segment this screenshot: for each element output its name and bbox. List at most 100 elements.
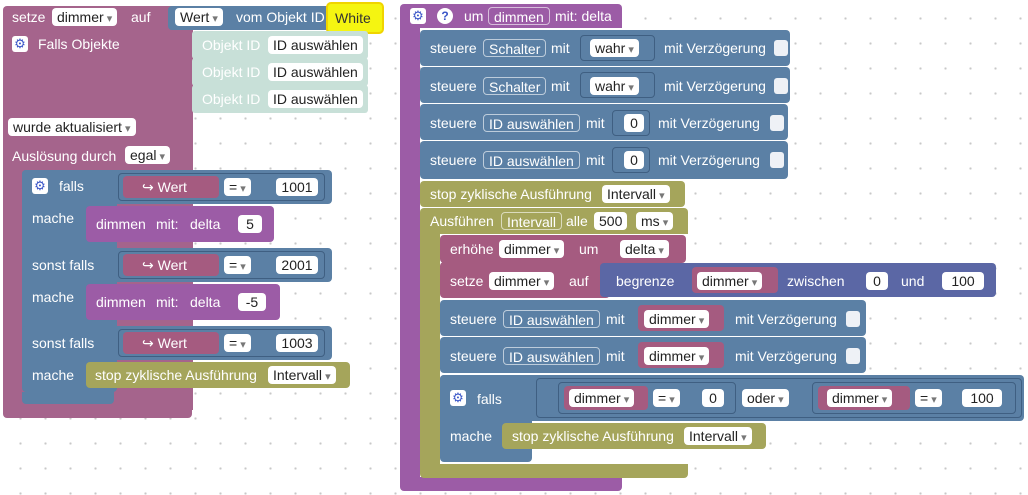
mache-label-1: mache: [32, 210, 75, 226]
wert-arrow-block-2[interactable]: [123, 254, 219, 276]
mit-verzoegerung-label-3: mit Verzögerung: [658, 115, 760, 131]
ms-unit-dropdown[interactable]: ms: [636, 212, 674, 230]
dimmer-dropdown-inc[interactable]: dimmer: [499, 240, 565, 258]
gear-icon[interactable]: ⚙: [410, 8, 426, 24]
und-label: und: [901, 273, 925, 289]
wert-arrow-label-3: ↪ Wert: [142, 335, 187, 351]
delay-checkbox-3[interactable]: [770, 115, 784, 131]
compare-zero-value[interactable]: 0: [702, 389, 724, 407]
delay-checkbox-5[interactable]: [846, 311, 860, 327]
setze-label: setze: [12, 9, 46, 25]
value-2001[interactable]: 2001: [276, 256, 318, 274]
falls-label: falls: [59, 178, 84, 194]
id-auswaehlen-field-r5[interactable]: ID auswählen: [503, 310, 600, 328]
gear-icon[interactable]: ⚙: [450, 390, 466, 406]
mit-label-r4: mit: [586, 152, 605, 168]
objekt-id-label-2: Objekt ID: [202, 64, 261, 80]
wahr-dropdown-1[interactable]: wahr: [590, 39, 639, 57]
var-dimmer-dropdown[interactable]: dimmer: [52, 8, 118, 26]
dimmer-dropdown-set[interactable]: dimmer: [489, 272, 555, 290]
objekt-id-label-1: Objekt ID: [202, 37, 261, 53]
min-value[interactable]: 0: [866, 272, 888, 290]
delta-value-1[interactable]: 5: [238, 215, 262, 233]
delay-checkbox-4[interactable]: [770, 152, 784, 168]
delta-value-2[interactable]: -5: [238, 293, 266, 311]
dimmer-dropdown-r6[interactable]: dimmer: [644, 347, 710, 365]
value-1003[interactable]: 1003: [276, 334, 318, 352]
dimmer-dropdown-r5[interactable]: dimmer: [644, 310, 710, 328]
intervall-name-field[interactable]: Intervall: [501, 212, 563, 230]
delay-checkbox-6[interactable]: [846, 348, 860, 364]
wert-arrow-block-3[interactable]: [123, 332, 219, 354]
delay-checkbox-2[interactable]: [774, 78, 788, 94]
auf-label-r: auf: [569, 273, 589, 289]
wert-dropdown[interactable]: Wert: [175, 8, 223, 26]
id-auswaehlen-field-3[interactable]: ID auswählen: [268, 90, 363, 108]
max-value[interactable]: 100: [942, 272, 984, 290]
intervall-dropdown-inner[interactable]: Intervall: [684, 427, 752, 445]
delta-label-2: delta: [190, 294, 221, 310]
eq-dropdown-r1[interactable]: =: [653, 389, 680, 407]
steuere-label-1: steuere: [430, 40, 477, 56]
mit-label-r2: mit: [551, 78, 570, 94]
um-label: um: [464, 8, 484, 24]
intervall-dropdown-left[interactable]: Intervall: [268, 366, 336, 384]
gear-icon[interactable]: ⚙: [12, 36, 28, 52]
objekt-id-label-3: Objekt ID: [202, 91, 261, 107]
id-auswaehlen-field-1[interactable]: ID auswählen: [268, 36, 363, 54]
delay-checkbox-1[interactable]: [774, 40, 788, 56]
function-body[interactable]: [400, 28, 420, 483]
wurde-aktualisiert-dropdown[interactable]: wurde aktualisiert: [8, 118, 136, 136]
dimmen-label-1: dimmen: [96, 216, 146, 232]
mit-label-r3: mit: [586, 115, 605, 131]
ausloesung-label: Auslösung durch: [12, 148, 117, 164]
eq-dropdown-2[interactable]: =: [224, 256, 251, 274]
gear-icon[interactable]: ⚙: [32, 178, 48, 194]
mache-label-2: mache: [32, 289, 75, 305]
wahr-dropdown-2[interactable]: wahr: [590, 77, 639, 95]
intervall-dropdown-right[interactable]: Intervall: [602, 185, 670, 203]
egal-dropdown[interactable]: egal: [125, 146, 171, 164]
mit-delta-label: mit: delta: [555, 8, 612, 24]
id-auswaehlen-field-r6[interactable]: ID auswählen: [503, 347, 600, 365]
function-name-field[interactable]: dimmen: [488, 7, 550, 25]
auf-label: auf: [131, 9, 151, 25]
sonst-falls-label-1: sonst falls: [32, 257, 95, 273]
sonst-falls-label-2: sonst falls: [32, 335, 95, 351]
eq-dropdown-3[interactable]: =: [224, 334, 251, 352]
eq-dropdown-r2[interactable]: =: [915, 389, 942, 407]
zero-value-4[interactable]: 0: [624, 151, 644, 169]
compare-100-value[interactable]: 100: [962, 389, 1002, 407]
mit-label-1: mit:: [156, 216, 179, 232]
id-auswaehlen-field-r4[interactable]: ID auswählen: [483, 151, 580, 169]
dimmer-dropdown-c1[interactable]: dimmer: [569, 389, 635, 407]
dimmer-dropdown-c2[interactable]: dimmer: [827, 389, 893, 407]
steuere-label-5: steuere: [450, 311, 497, 327]
steuere-label-6: steuere: [450, 348, 497, 364]
oder-dropdown[interactable]: oder: [742, 389, 789, 407]
schalter-field-1[interactable]: Schalter: [483, 39, 547, 57]
steuere-block-4[interactable]: [420, 141, 788, 179]
dimmer-dropdown-constrain[interactable]: dimmer: [697, 272, 763, 290]
ausfuehren-label: Ausführen: [430, 213, 494, 229]
mit-verzoegerung-label-5: mit Verzögerung: [735, 311, 837, 327]
steuere-label-3: steuere: [430, 115, 477, 131]
function-footer: [400, 477, 622, 491]
interval-ms-value[interactable]: 500: [594, 212, 628, 230]
delta-dropdown-inc[interactable]: delta: [620, 240, 669, 258]
constrain-block[interactable]: [600, 263, 996, 297]
id-auswaehlen-field-r3[interactable]: ID auswählen: [483, 114, 580, 132]
interval-body[interactable]: [420, 234, 440, 474]
eq-dropdown-1[interactable]: =: [224, 178, 251, 196]
mit-verzoegerung-label-6: mit Verzögerung: [735, 348, 837, 364]
alle-label: alle: [566, 213, 588, 229]
mache-label-r: mache: [450, 428, 493, 444]
wert-arrow-block-1[interactable]: [123, 176, 219, 198]
zero-value-3[interactable]: 0: [624, 114, 644, 132]
id-auswaehlen-field-2[interactable]: ID auswählen: [268, 63, 363, 81]
value-1001[interactable]: 1001: [276, 178, 318, 196]
help-icon[interactable]: ?: [437, 8, 453, 24]
zwischen-label: zwischen: [787, 273, 845, 289]
schalter-field-2[interactable]: Schalter: [483, 77, 547, 95]
steuere-block-3[interactable]: [420, 104, 788, 140]
